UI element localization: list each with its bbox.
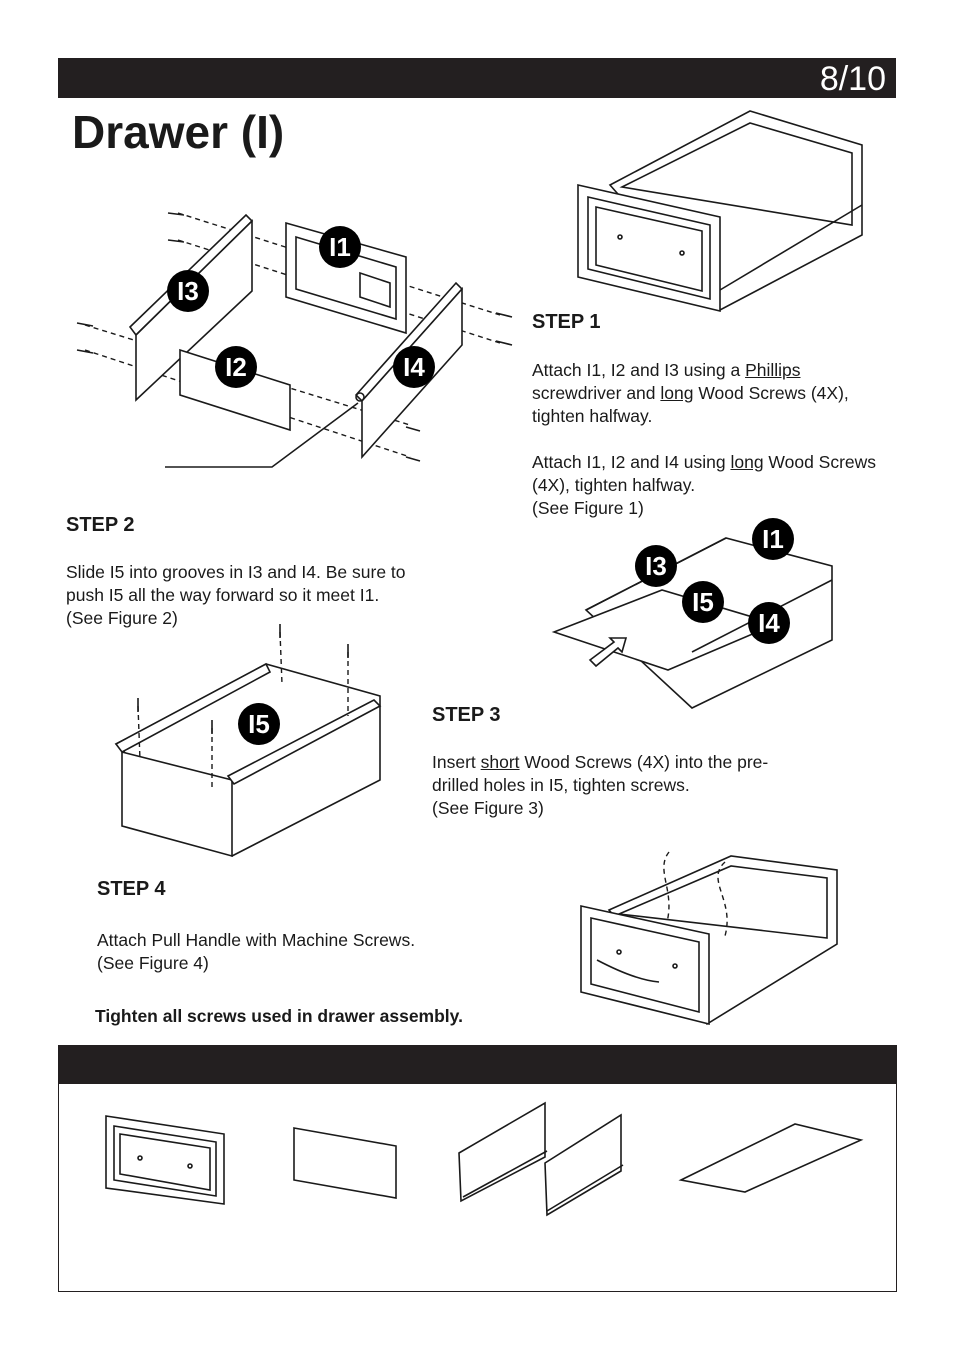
badge-i1-fig2: I1	[752, 518, 794, 560]
parts-list-panel	[58, 1045, 897, 1292]
page-number: 8/10	[819, 60, 886, 98]
part-label-badges-figure2: I1 I3 I5 I4	[635, 518, 794, 644]
badge-i3-fig2: I3	[635, 545, 677, 587]
step4-instructions: Attach Pull Handle with Machine Screws.(…	[97, 930, 416, 973]
svg-text:I5: I5	[248, 709, 270, 739]
svg-text:I1: I1	[762, 524, 784, 554]
header-bar: 8/10	[58, 58, 896, 98]
badge-i5-fig2: I5	[682, 581, 724, 623]
part-bottom-panel-drawing	[678, 1123, 864, 1193]
page-title: Drawer (I)	[72, 106, 285, 158]
assembled-drawer-illustration	[577, 110, 863, 313]
step3-instructions: Insert short Wood Screws (4X) into the p…	[432, 752, 769, 818]
step3-heading: STEP 3	[432, 704, 501, 726]
step1-heading: STEP 1	[532, 311, 601, 333]
badge-i5-fig3: I5	[238, 703, 280, 745]
tighten-screws-note: Tighten all screws used in drawer assemb…	[95, 1006, 463, 1026]
step2-heading: STEP 2	[66, 514, 135, 536]
step1-paragraph-2: Attach I1, I2 and I4 using long Wood Scr…	[532, 452, 877, 518]
step3-figure-ref: (See Figure 3)	[432, 798, 544, 818]
svg-text:I2: I2	[225, 352, 247, 382]
part-front-panel-drawing	[105, 1115, 225, 1205]
part-label-badge-figure3: I5	[238, 703, 280, 745]
svg-text:I4: I4	[403, 352, 425, 382]
step1-figure-ref: (See Figure 1)	[532, 498, 644, 518]
step1-paragraph-1: Attach I1, I2 and I3 using a Phillips sc…	[532, 360, 849, 426]
svg-text:I5: I5	[692, 587, 714, 617]
part-label-badges-figure1: I1 I3 I2 I4	[167, 226, 435, 388]
parts-list-header-bar	[59, 1046, 896, 1084]
part-side-panels-drawing	[458, 1101, 624, 1217]
step1-instructions: Attach I1, I2 and I3 using a Phillips sc…	[532, 359, 892, 520]
svg-text:I3: I3	[645, 551, 667, 581]
step2-figure-ref: (See Figure 2)	[66, 608, 178, 628]
part-back-panel-drawing	[293, 1127, 397, 1199]
svg-text:I4: I4	[758, 608, 780, 638]
screw-bottom-panel-illustration	[114, 624, 382, 858]
badge-i4: I4	[393, 346, 435, 388]
badge-i2: I2	[215, 346, 257, 388]
step4-figure-ref: (See Figure 4)	[97, 953, 209, 973]
svg-text:I3: I3	[177, 276, 199, 306]
pull-handle-illustration	[580, 851, 838, 1025]
step2-instructions: Slide I5 into grooves in I3 and I4. Be s…	[66, 562, 406, 628]
badge-i4-fig2: I4	[748, 602, 790, 644]
svg-text:I1: I1	[329, 232, 351, 262]
badge-i1: I1	[319, 226, 361, 268]
step4-heading: STEP 4	[97, 878, 166, 900]
badge-i3: I3	[167, 270, 209, 312]
